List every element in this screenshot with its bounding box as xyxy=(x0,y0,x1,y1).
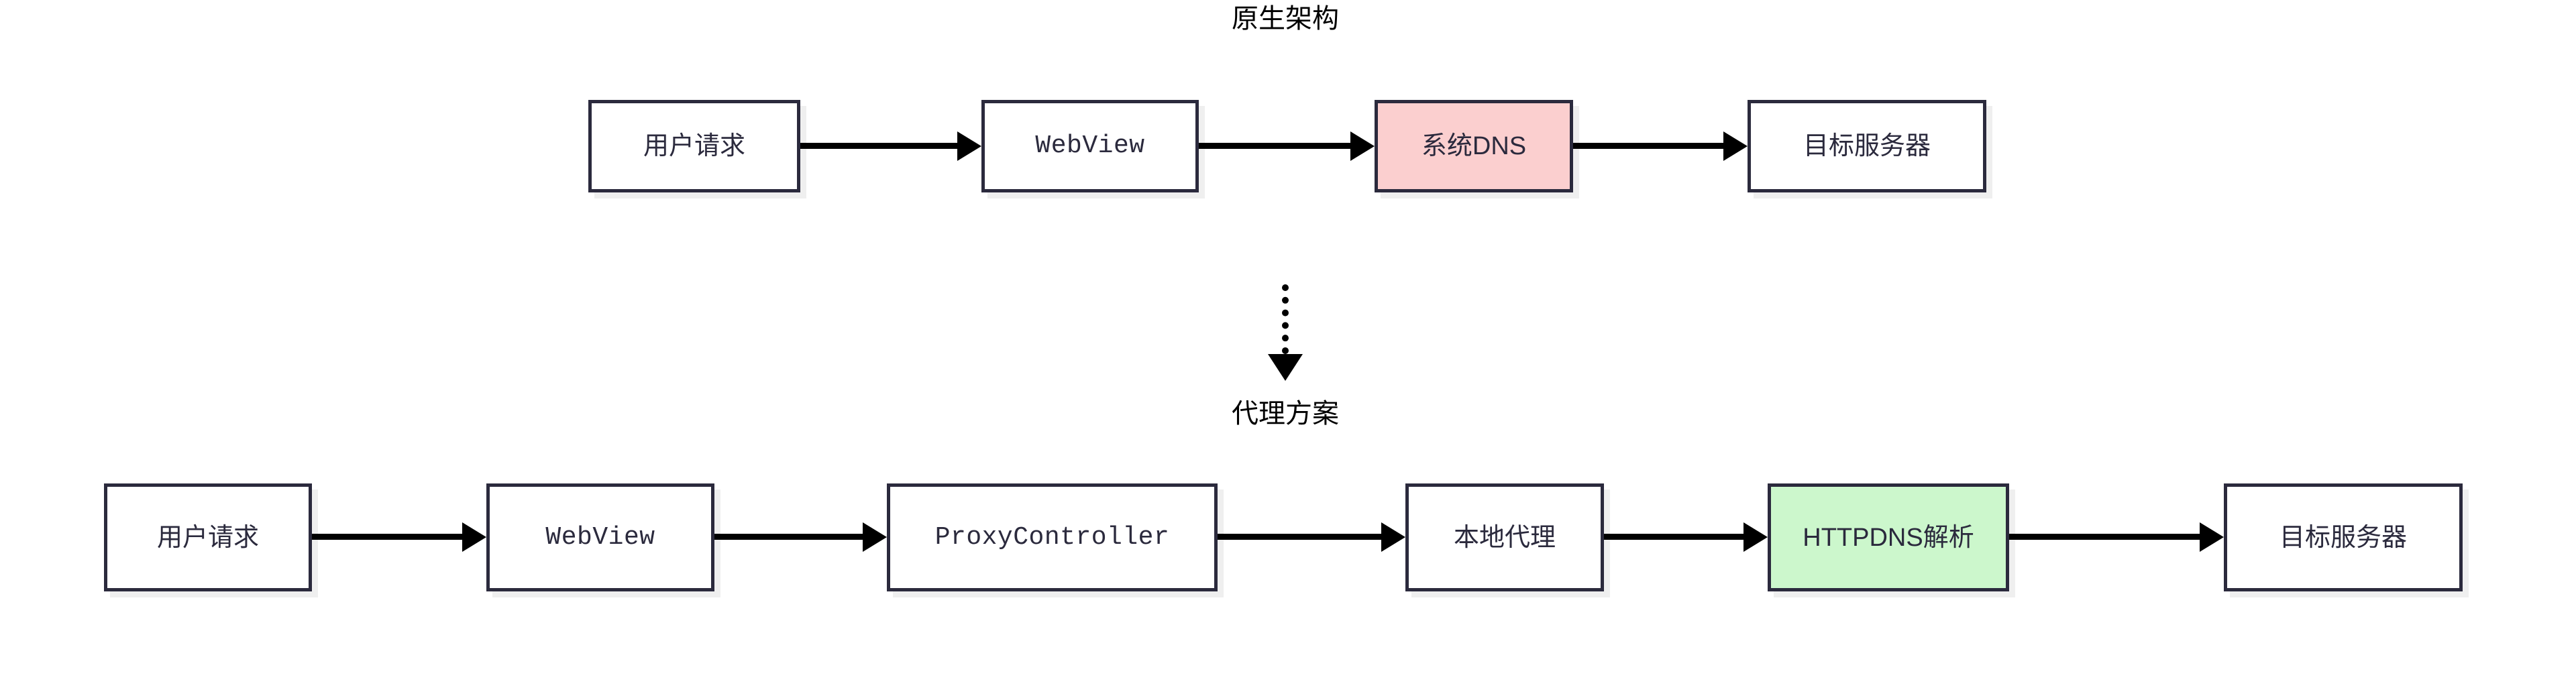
node-label: 目标服务器 xyxy=(2279,523,2407,552)
node-label: HTTPDNS解析 xyxy=(1803,523,1974,552)
section-title-native: 原生架构 xyxy=(1232,4,1339,34)
arrow-head-icon xyxy=(863,522,887,552)
arrow-head-icon xyxy=(2200,522,2224,552)
node-proxy-controller[interactable]: ProxyController xyxy=(887,483,1218,591)
node-label: WebView xyxy=(545,522,655,552)
node-native-target-server[interactable]: 目标服务器 xyxy=(1748,100,1986,192)
arrow-shaft xyxy=(1199,143,1350,149)
node-label: WebView xyxy=(1035,131,1145,160)
arrow-head-icon xyxy=(957,131,981,161)
arrow-head-down-icon xyxy=(1268,354,1303,381)
arrow-shaft xyxy=(800,143,957,149)
arrow-head-icon xyxy=(1743,522,1768,552)
node-native-system-dns[interactable]: 系统DNS xyxy=(1375,100,1573,192)
arrow-shaft xyxy=(312,534,462,540)
arrow-shaft xyxy=(714,534,863,540)
node-proxy-httpdns[interactable]: HTTPDNS解析 xyxy=(1768,483,2009,591)
node-native-user-request[interactable]: 用户请求 xyxy=(588,100,800,192)
node-proxy-webview[interactable]: WebView xyxy=(486,483,714,591)
arrow-shaft xyxy=(2009,534,2200,540)
arrow-head-icon xyxy=(1723,131,1748,161)
node-label: 用户请求 xyxy=(156,523,259,552)
node-proxy-local-proxy[interactable]: 本地代理 xyxy=(1405,483,1604,591)
node-label: 系统DNS xyxy=(1421,132,1527,160)
arrow-shaft xyxy=(1604,534,1743,540)
node-proxy-target-server[interactable]: 目标服务器 xyxy=(2224,483,2463,591)
section-title-proxy: 代理方案 xyxy=(1232,399,1339,428)
arrow-shaft xyxy=(1218,534,1381,540)
arrow-head-icon xyxy=(1381,522,1405,552)
node-native-webview[interactable]: WebView xyxy=(981,100,1199,192)
dotted-line xyxy=(1282,284,1295,354)
node-label: ProxyController xyxy=(934,522,1170,552)
arrow-head-icon xyxy=(1350,131,1375,161)
node-label: 用户请求 xyxy=(643,132,745,160)
node-label: 本地代理 xyxy=(1453,523,1556,552)
arrow-head-icon xyxy=(462,522,486,552)
node-label: 目标服务器 xyxy=(1803,132,1931,160)
node-proxy-user-request[interactable]: 用户请求 xyxy=(104,483,312,591)
arrow-shaft xyxy=(1573,143,1723,149)
